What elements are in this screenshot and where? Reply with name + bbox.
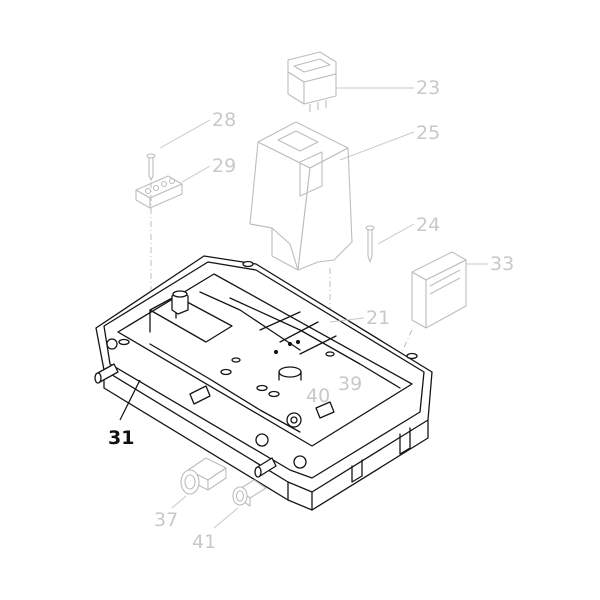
leader-21 [329, 317, 365, 323]
callout-21: 21 [366, 307, 390, 329]
callout-24: 24 [416, 214, 440, 236]
leader-24 [377, 223, 415, 245]
leader-37 [171, 495, 187, 509]
screw-right-part [365, 225, 375, 263]
leader-28 [159, 119, 211, 149]
callout-23: 23 [416, 77, 440, 99]
leader-25 [339, 131, 415, 161]
callout-25: 25 [416, 122, 440, 144]
module-part [411, 251, 467, 329]
cable-gland-large-part [180, 457, 227, 495]
terminal-block-part [135, 175, 183, 209]
callout-40: 40 [306, 385, 330, 407]
rocker-switch-part [287, 51, 337, 112]
callout-39: 39 [338, 373, 362, 395]
callout-28: 28 [212, 109, 236, 131]
housing-tray-part [94, 255, 433, 511]
callout-31: 31 [108, 427, 134, 449]
leader-29 [181, 165, 211, 183]
assembly-axis-right [401, 329, 413, 353]
callout-37: 37 [154, 509, 178, 531]
leader-41 [213, 507, 239, 529]
screw-part [146, 153, 156, 181]
cable-gland-small-part [232, 479, 267, 507]
callout-29: 29 [212, 155, 236, 177]
callout-33: 33 [490, 253, 514, 275]
cover-housing-part [249, 121, 353, 271]
callout-41: 41 [192, 531, 216, 553]
leader-31 [119, 379, 141, 421]
